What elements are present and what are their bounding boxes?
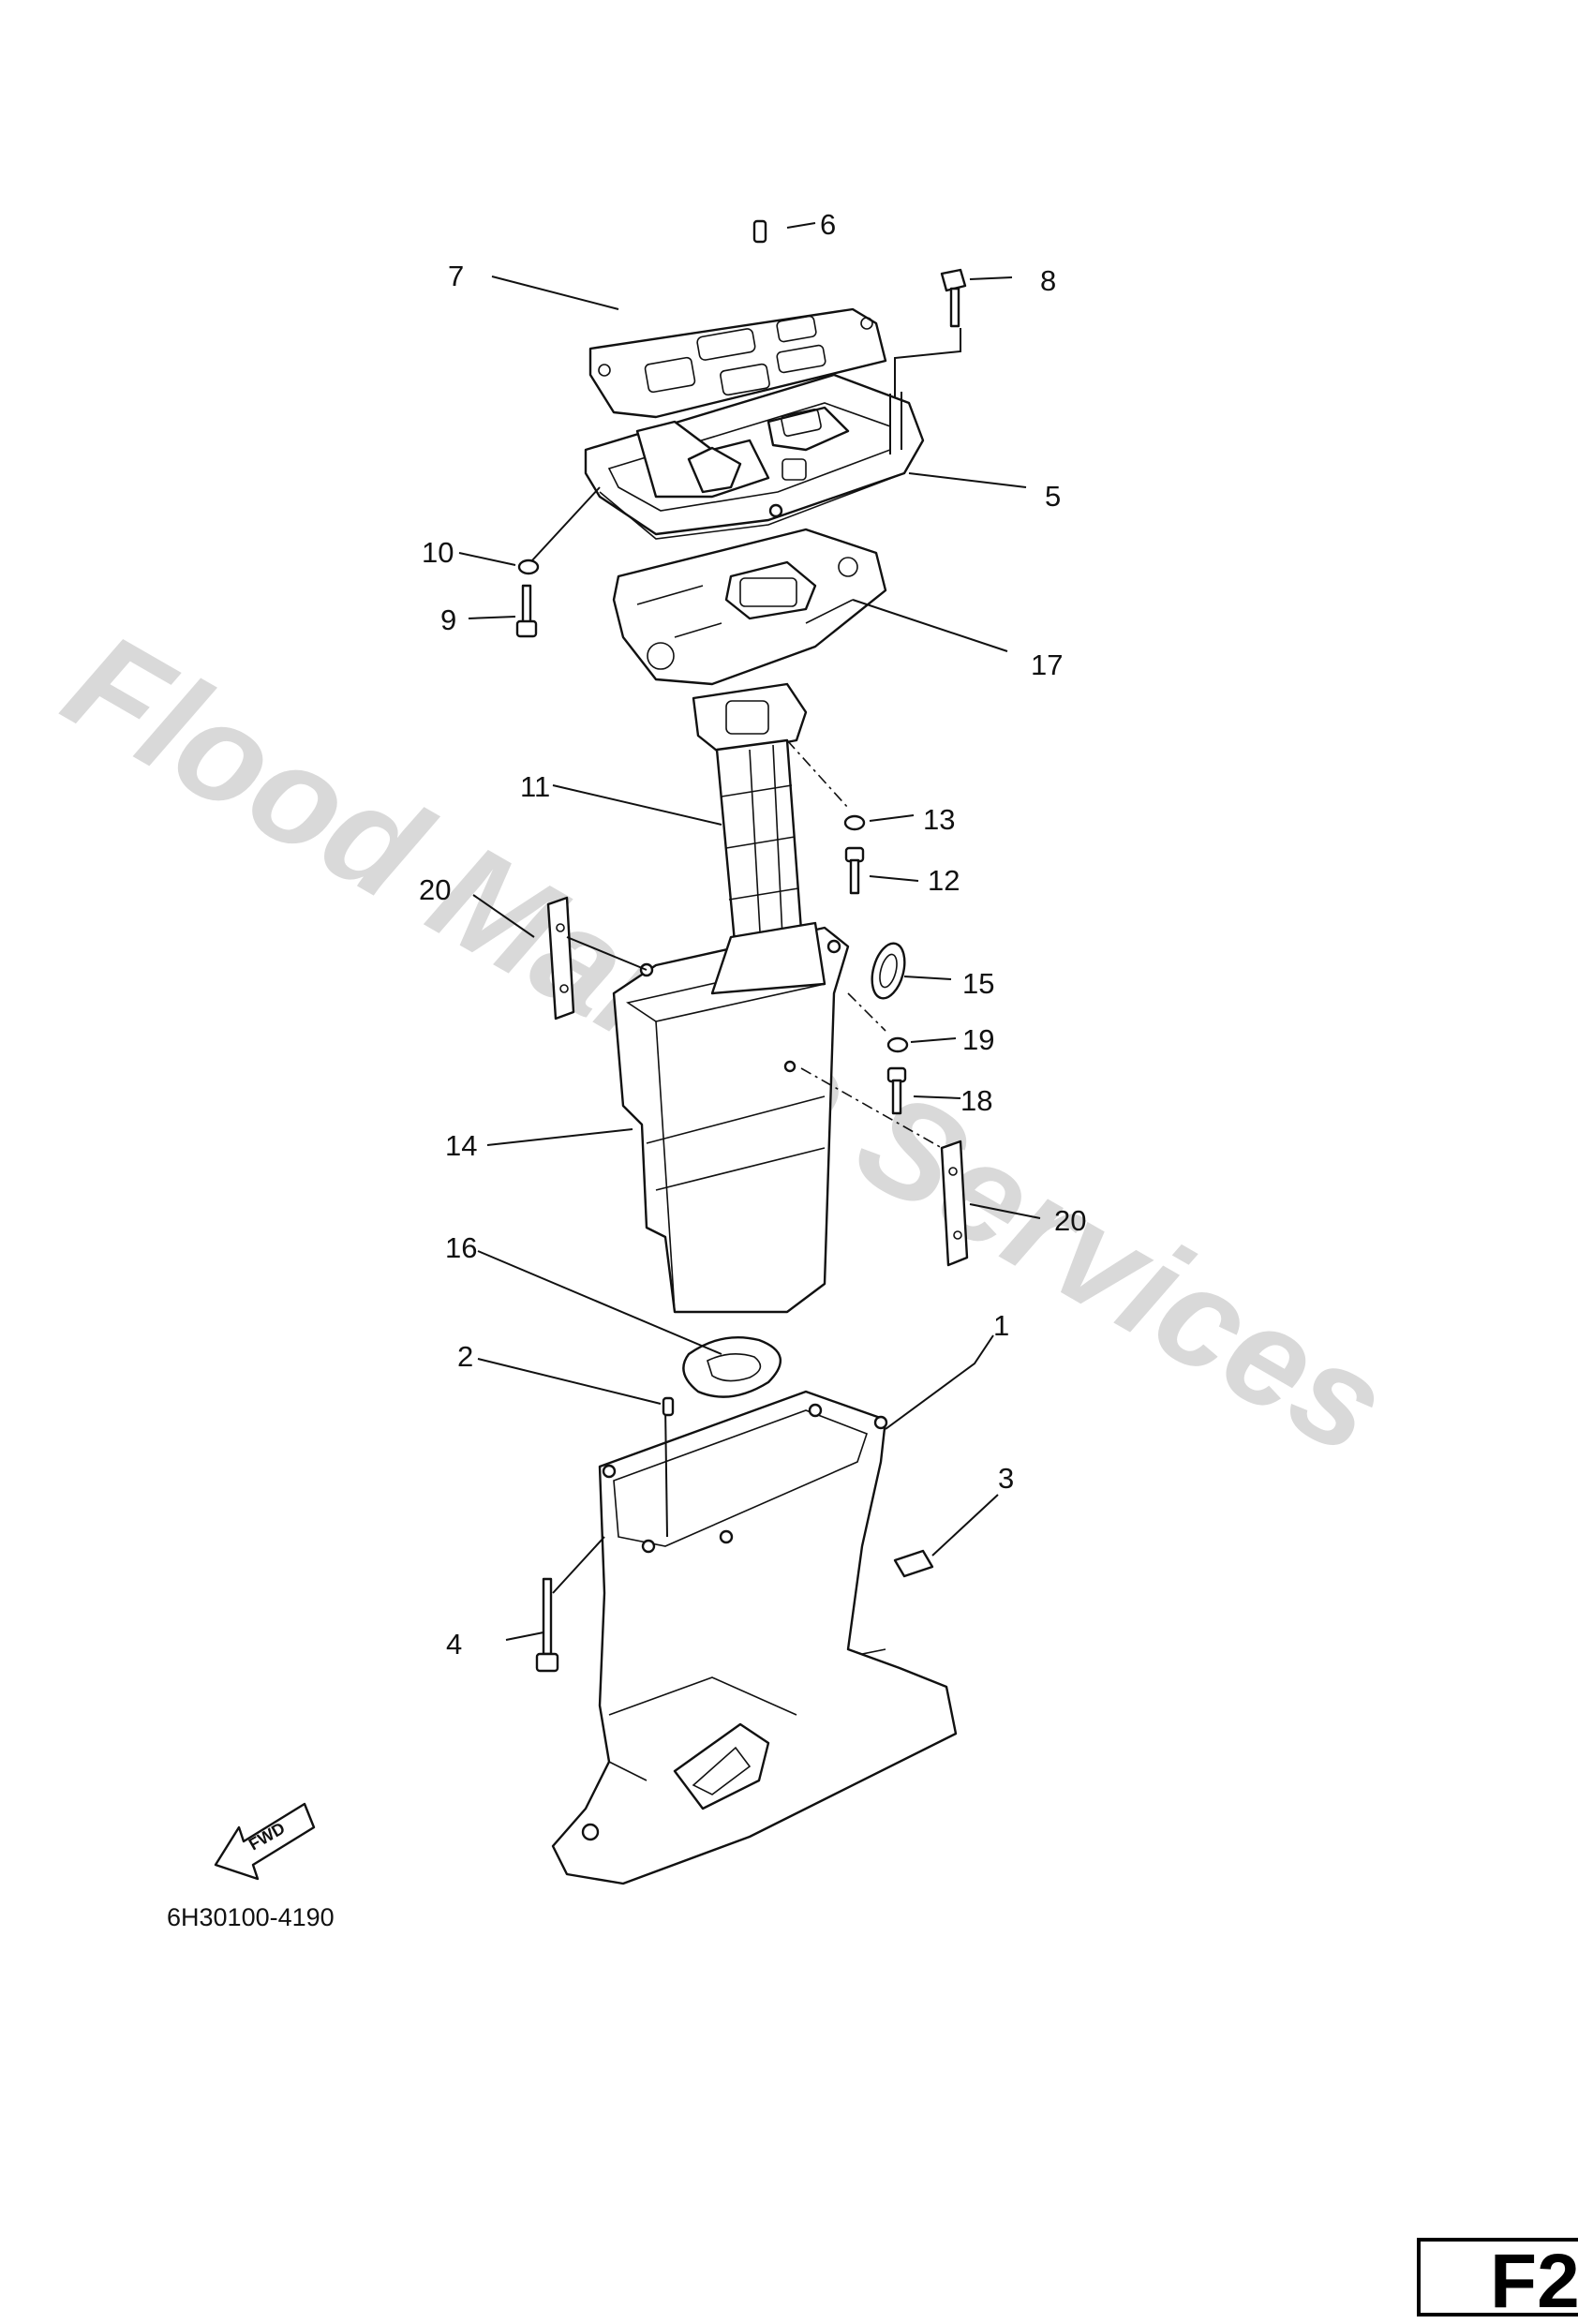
callout-9: 9 xyxy=(440,603,456,636)
washer-part-13 xyxy=(843,814,866,831)
callout-labels: 7 6 8 5 10 9 17 11 13 12 20 15 19 18 14 … xyxy=(419,208,1086,1661)
grommet-part-15 xyxy=(871,942,906,1000)
pin-part-2 xyxy=(662,1396,675,1417)
bolt-part-8 xyxy=(940,268,967,328)
forward-direction-arrow: FWD xyxy=(214,1802,316,1881)
callout-13: 13 xyxy=(923,803,955,836)
callout-17: 17 xyxy=(1031,648,1063,681)
damper-part-20-right xyxy=(940,1140,969,1267)
callout-20-top: 20 xyxy=(419,873,451,906)
callout-2: 2 xyxy=(457,1340,473,1373)
callout-14: 14 xyxy=(445,1129,477,1162)
callout-7: 7 xyxy=(448,260,464,292)
callout-11: 11 xyxy=(520,770,550,803)
washer-part-19 xyxy=(886,1036,909,1053)
plate-part-3 xyxy=(893,1549,934,1578)
callout-18: 18 xyxy=(960,1084,992,1117)
exhaust-guide-part-5 xyxy=(584,373,925,540)
callout-10: 10 xyxy=(422,536,454,569)
callout-20-bottom: 20 xyxy=(1054,1204,1086,1237)
callout-4: 4 xyxy=(446,1628,462,1661)
gasket-part-17 xyxy=(612,528,887,686)
page-id: F2 xyxy=(1490,2239,1578,2324)
callout-19: 19 xyxy=(962,1023,994,1056)
gasket-part-7 xyxy=(588,307,887,419)
callout-5: 5 xyxy=(1045,480,1061,513)
figure-code: 6H30100-4190 xyxy=(167,1903,335,1931)
bolt-part-18 xyxy=(886,1066,907,1115)
bolt-part-9 xyxy=(515,584,538,638)
leader-lines xyxy=(458,222,1041,1641)
damper-part-20-left xyxy=(546,896,575,1020)
muffler-part-14 xyxy=(612,921,850,1314)
seal-part-16 xyxy=(682,1335,782,1398)
pin-part-6 xyxy=(752,219,767,244)
callout-8: 8 xyxy=(1040,264,1056,297)
callout-1: 1 xyxy=(993,1309,1009,1342)
washer-part-10 xyxy=(517,559,540,575)
callout-12: 12 xyxy=(928,864,960,897)
bolt-part-12 xyxy=(844,846,865,895)
callout-15: 15 xyxy=(962,967,994,1000)
callout-6: 6 xyxy=(820,208,836,241)
callout-16: 16 xyxy=(445,1231,477,1264)
bolt-part-4 xyxy=(535,1577,559,1673)
callout-3: 3 xyxy=(998,1462,1014,1495)
upper-casing-part-1 xyxy=(551,1390,958,1885)
page-id-box: F2 xyxy=(1417,2238,1578,2324)
